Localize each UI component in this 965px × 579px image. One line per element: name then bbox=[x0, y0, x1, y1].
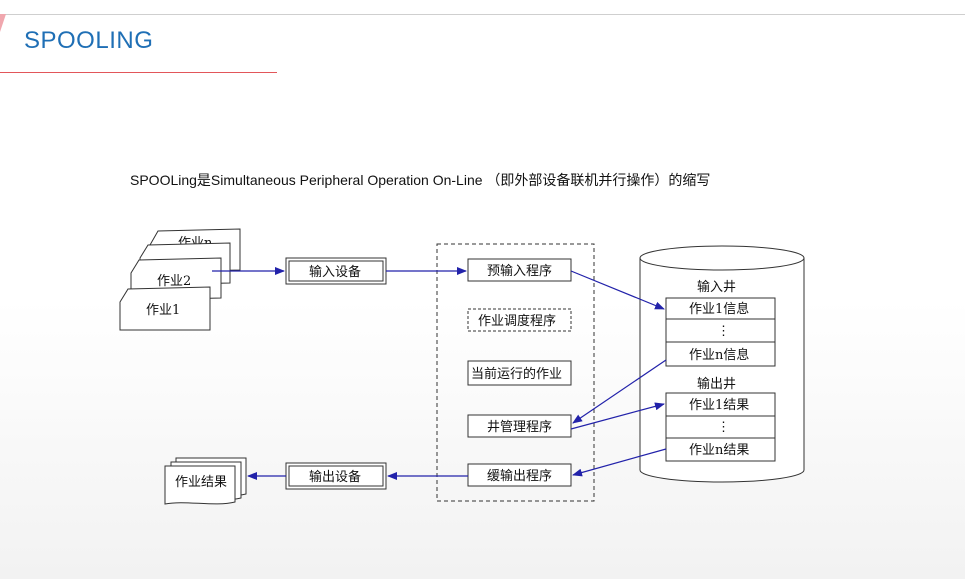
input-well-row-2: ⋮ bbox=[717, 324, 730, 339]
arrow-input-well-to-manager bbox=[572, 359, 667, 424]
top-divider bbox=[0, 14, 965, 15]
input-well-label: 输入井 bbox=[697, 279, 736, 295]
program-job-scheduler-label: 作业调度程序 bbox=[478, 313, 556, 329]
job-results-document bbox=[164, 465, 236, 505]
job-card-1-label: 作业1 bbox=[146, 303, 180, 318]
program-running-job-label: 当前运行的作业 bbox=[471, 366, 562, 382]
input-well-row-1: 作业1信息 bbox=[689, 301, 749, 317]
output-well-row-2: ⋮ bbox=[717, 420, 730, 435]
job-results-stack: 作业结果 bbox=[164, 457, 247, 505]
program-running-job: 当前运行的作业 bbox=[467, 360, 572, 386]
program-pre-input-label: 预输入程序 bbox=[487, 263, 552, 279]
slide-subtitle: SPOOLing是Simultaneous Peripheral Operati… bbox=[130, 172, 711, 188]
output-well-row-1: 作业1结果 bbox=[689, 398, 749, 413]
arrow-manager-to-output-well bbox=[570, 402, 665, 430]
program-job-scheduler: 作业调度程序 bbox=[467, 308, 572, 332]
input-device-label: 输入设备 bbox=[309, 264, 361, 280]
input-job-stack: 作业n … 作业2 作业1 bbox=[119, 228, 241, 331]
output-device-label: 输出设备 bbox=[309, 469, 361, 485]
job-card-1 bbox=[119, 286, 211, 331]
output-device: 输出设备 bbox=[285, 462, 387, 490]
slide-title: SPOOLING bbox=[24, 27, 154, 54]
program-buffered-output: 缓输出程序 bbox=[467, 463, 572, 487]
arrow-pre-input-to-input-well bbox=[570, 270, 665, 310]
output-well-table: 作业1结果 ⋮ 作业n结果 bbox=[665, 392, 776, 462]
job-card-2-label: 作业2 bbox=[157, 274, 191, 289]
output-well-label: 输出井 bbox=[697, 376, 736, 392]
program-well-manager-label: 井管理程序 bbox=[487, 420, 552, 435]
spooling-system-box bbox=[436, 243, 595, 502]
arrow-output-well-to-buffered bbox=[572, 448, 667, 477]
flow-arrows bbox=[212, 267, 667, 480]
program-buffered-output-label: 缓输出程序 bbox=[487, 468, 552, 484]
input-well-row-3: 作业n信息 bbox=[689, 347, 749, 363]
job-results-label: 作业结果 bbox=[175, 475, 227, 490]
corner-accent bbox=[0, 14, 6, 32]
output-well-row-3: 作业n结果 bbox=[689, 443, 749, 458]
input-well-table: 作业1信息 ⋮ 作业n信息 bbox=[665, 297, 776, 367]
program-well-manager: 井管理程序 bbox=[467, 414, 572, 438]
title-underline bbox=[0, 72, 277, 73]
program-pre-input: 预输入程序 bbox=[467, 258, 572, 282]
input-device: 输入设备 bbox=[285, 257, 387, 285]
